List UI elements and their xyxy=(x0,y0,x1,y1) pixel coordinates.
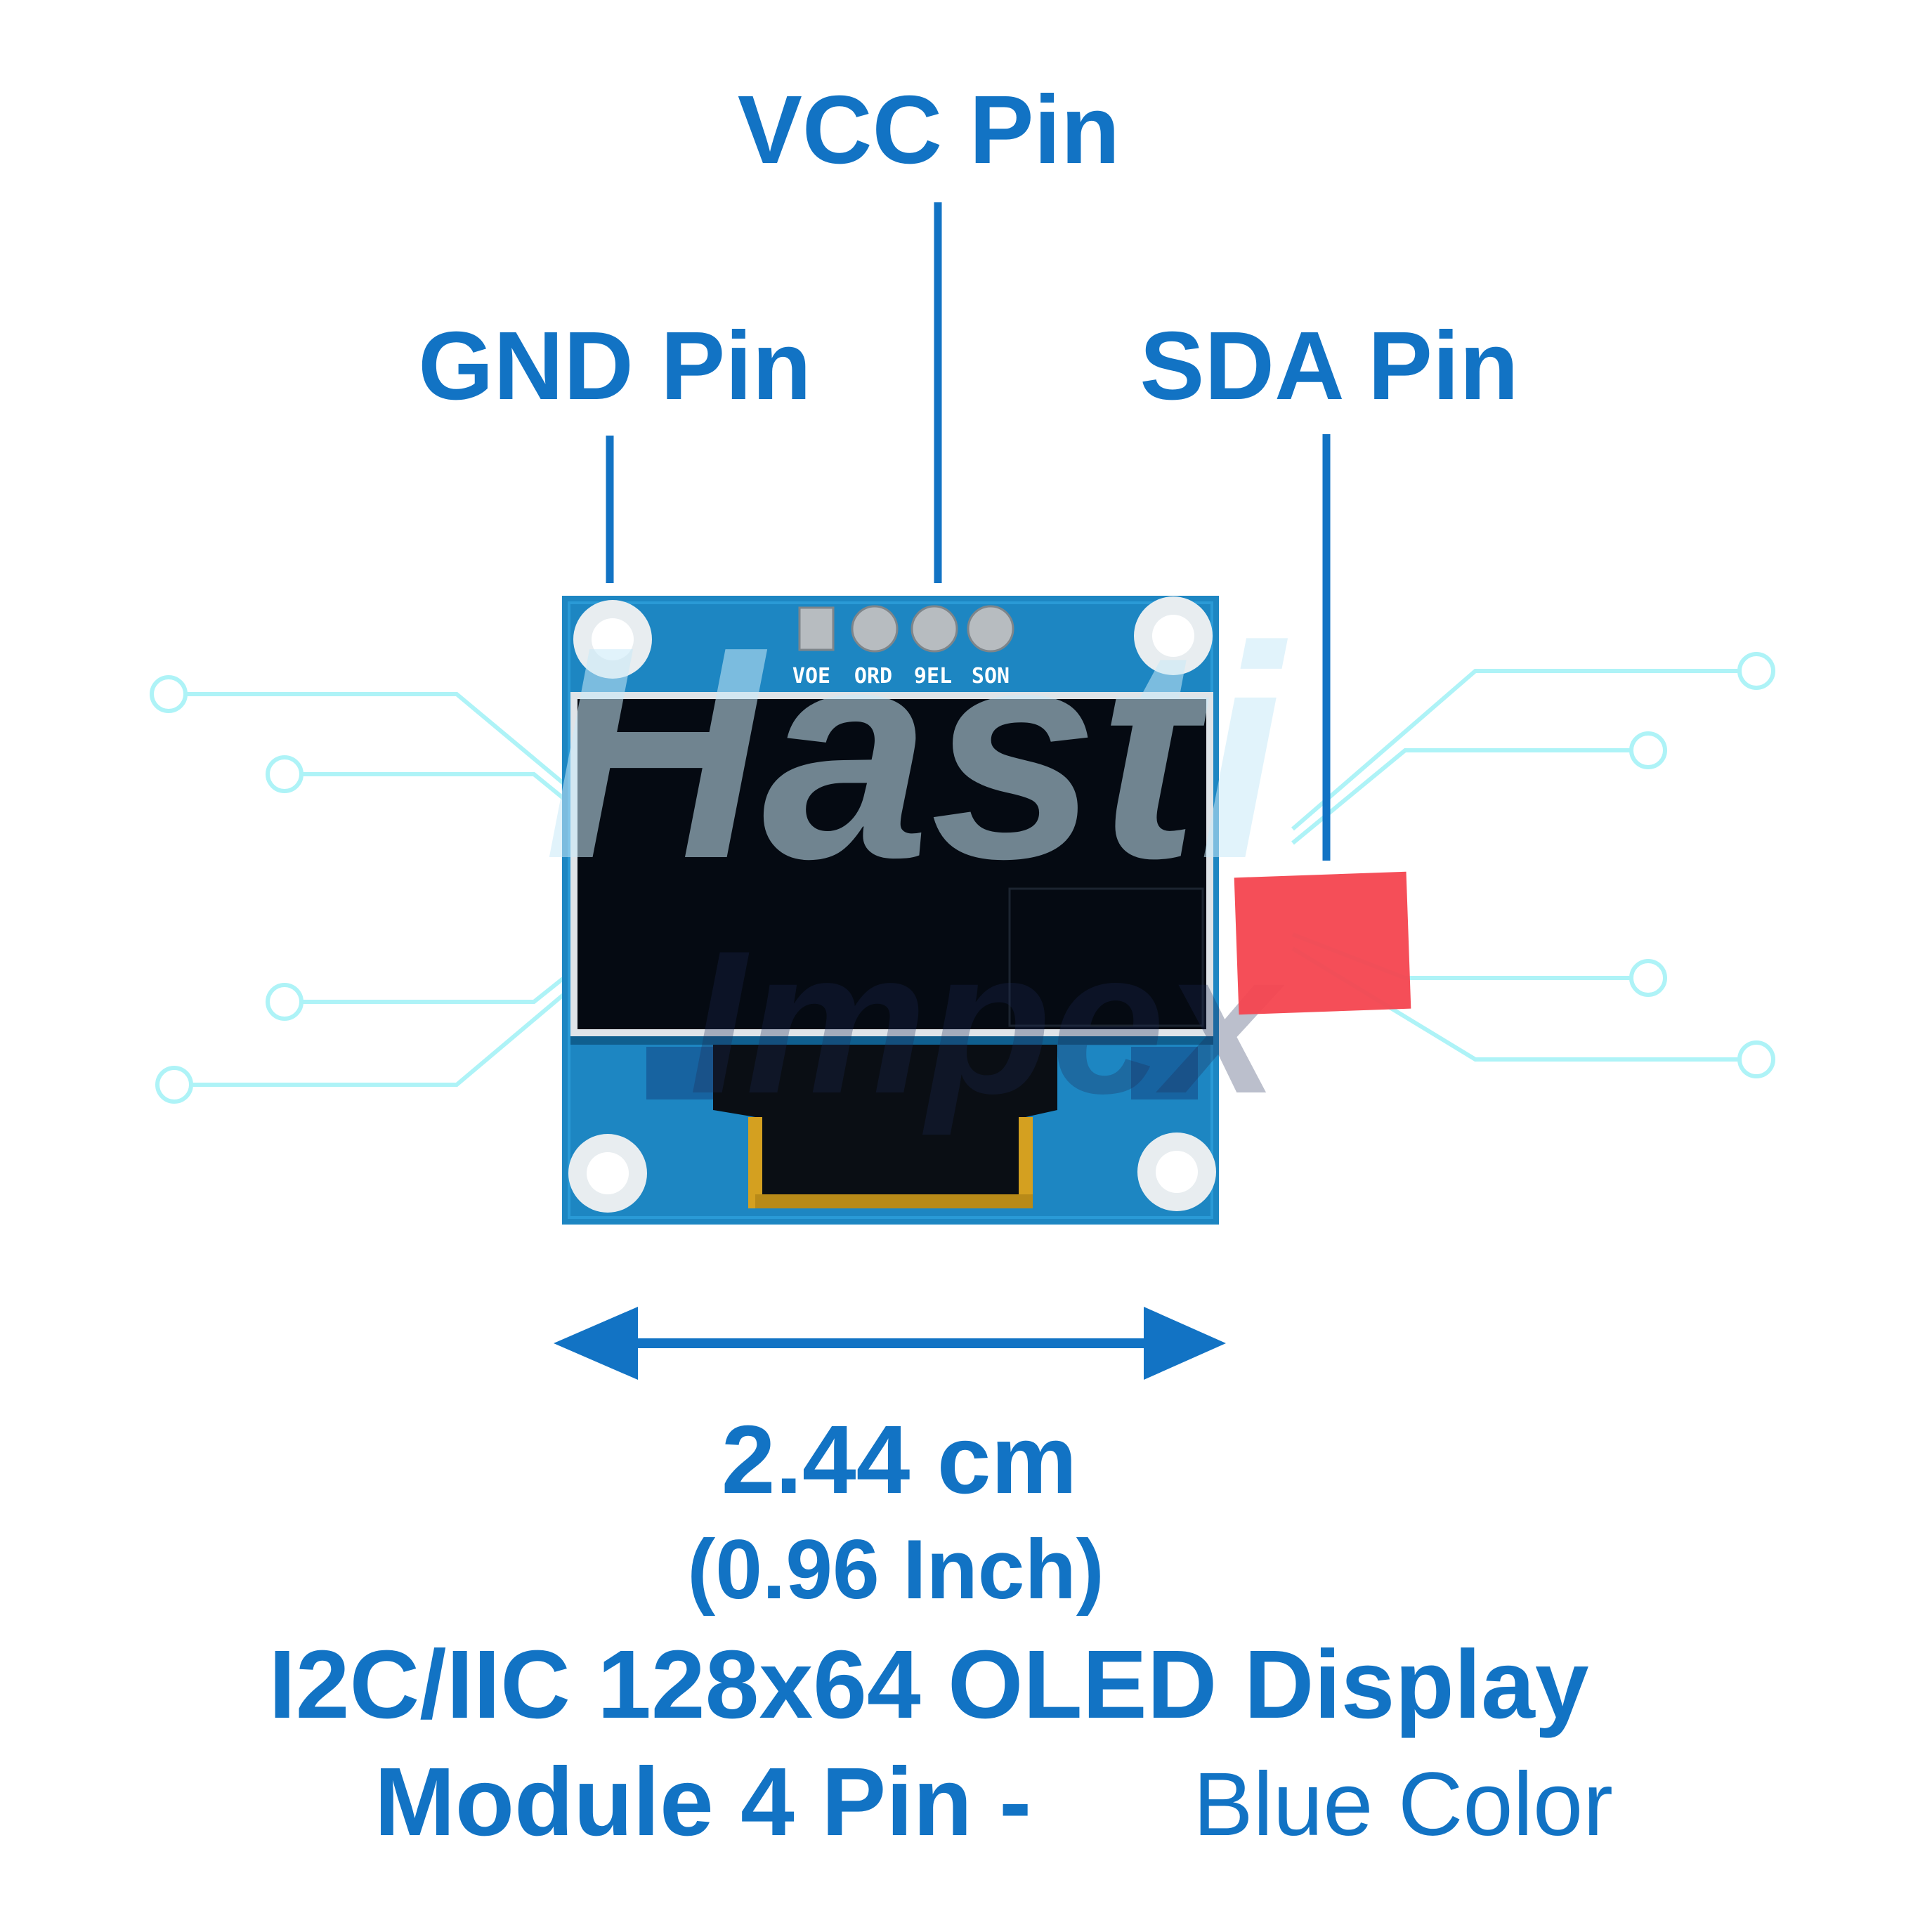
oled-screen xyxy=(577,699,1206,1029)
pin-1-pad xyxy=(798,606,835,651)
silkscreen-labels: VOE ORD 9EL SON xyxy=(792,664,1010,688)
header-pins xyxy=(798,605,1014,653)
mounting-hole-bottom-right xyxy=(1137,1133,1216,1211)
mounting-hole-top-left xyxy=(573,600,652,679)
product-title-line-2: Module 4 Pin - Blue Color xyxy=(240,1748,1694,1856)
mounting-hole-top-right xyxy=(1134,596,1213,675)
silk-label-1: VOE xyxy=(792,664,830,688)
circuit-traces-right xyxy=(1291,652,1775,1078)
leader-lines xyxy=(606,202,1331,861)
pin-2-pad xyxy=(851,605,899,653)
pin-labels: VCC Pin GND Pin SDA Pin xyxy=(418,76,1518,420)
sda-marker xyxy=(1234,871,1411,1015)
silk-label-2: ORD xyxy=(854,664,892,688)
pin-4-pad xyxy=(967,605,1014,653)
arrow-left-head xyxy=(554,1307,638,1380)
product-title-line-1: I2C/IIC 128x64 OLED Display xyxy=(268,1631,1588,1739)
sda-pin-label: SDA Pin xyxy=(1140,312,1518,420)
watermark-impex: Impex xyxy=(689,908,1286,1137)
dimension-inch-label: (0.96 Inch) xyxy=(687,1522,1104,1617)
arrow-right-head xyxy=(1144,1307,1226,1380)
watermark: Hasti Impex xyxy=(544,585,1288,1137)
flex-cable xyxy=(713,1045,1057,1205)
watermark-hasti: Hasti xyxy=(544,585,1288,922)
mounting-hole-bottom-left xyxy=(568,1134,647,1213)
silk-label-4: SON xyxy=(972,664,1010,688)
dimension-cm-label: 2.44 cm xyxy=(722,1406,1077,1514)
pin-3-pad xyxy=(910,605,958,653)
vcc-pin-label: VCC Pin xyxy=(738,76,1120,184)
dimension-arrow xyxy=(554,1307,1226,1380)
oled-module: VOE ORD 9EL SON xyxy=(562,596,1219,1225)
silk-label-3: 9EL xyxy=(914,664,952,688)
title-line-2-bold: Module 4 Pin - xyxy=(374,1748,1059,1856)
title-line-2-light: Blue Color xyxy=(1193,1754,1613,1855)
gnd-pin-label: GND Pin xyxy=(418,312,811,420)
